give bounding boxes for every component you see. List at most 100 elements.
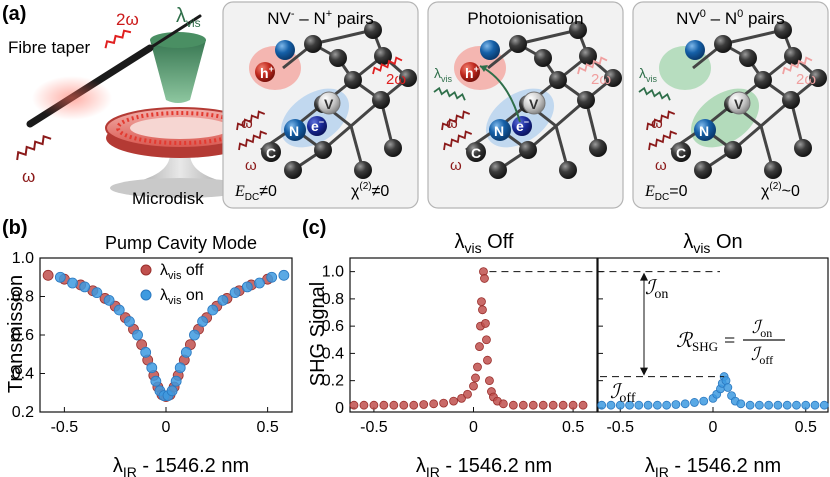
carbon-atom: [509, 35, 527, 53]
panel-b-label: (b): [2, 217, 28, 239]
carbon-atom: [774, 21, 792, 39]
data-point: [615, 400, 625, 410]
data-point: [480, 274, 489, 283]
nitrogen-label: N: [699, 123, 709, 139]
carbon-atom: [794, 139, 812, 157]
legend-off-label: λvis off: [160, 262, 204, 282]
edc-label: EDC≠0: [234, 183, 277, 203]
data-point: [723, 383, 733, 392]
carbon-atom: [782, 91, 800, 109]
nitrogen-label: N: [494, 123, 504, 139]
two-omega-label: 2ω: [796, 71, 816, 88]
microdisk-illustration: Fibre taper 2ω ω λvis Microdisk: [8, 5, 255, 208]
electron: [512, 116, 532, 136]
data-point: [606, 400, 616, 410]
x-tick-label: 0.5: [795, 419, 817, 436]
data-point: [207, 304, 219, 316]
data-point: [643, 400, 653, 410]
data-point: [558, 400, 568, 410]
data-point: [625, 400, 634, 410]
x-tick-label: 0: [162, 419, 171, 436]
data-point: [457, 393, 466, 403]
data-point: [399, 400, 409, 410]
carbon-c-label: C: [266, 145, 276, 161]
data-point: [764, 400, 774, 410]
data-point: [745, 400, 755, 410]
panel-c-ylabel: SHG Signal: [307, 282, 329, 387]
data-point: [103, 294, 115, 306]
data-point: [754, 400, 764, 410]
legend-on-marker: [140, 289, 152, 301]
hole-label: h+: [465, 64, 479, 81]
omega-label: ω: [245, 157, 257, 174]
data-point: [736, 399, 746, 409]
wave-icon: [577, 56, 608, 75]
cone-top: [150, 32, 206, 48]
electron-label: e−: [516, 117, 529, 134]
x-tick-label: -0.5: [360, 419, 388, 436]
panel-c: (c) SHG Signal λvis Off λvis On λIR - 15…: [302, 217, 829, 477]
lambda-vis-label: λvis: [176, 5, 201, 30]
vacancy: [317, 91, 341, 115]
carbon-atom: [724, 141, 742, 159]
y-tick-label: 0: [335, 400, 344, 417]
arrow-head-icon: [480, 65, 488, 72]
omega-label: ω: [22, 167, 35, 186]
data-point: [548, 400, 558, 410]
wave-icon: [433, 86, 466, 101]
data-point: [671, 400, 681, 409]
data-point: [170, 375, 182, 387]
panel-c-left-xlabel: λIR - 1546.2 nm: [416, 455, 552, 477]
x-tick-label: 0.5: [562, 419, 584, 436]
x-tick-label: 0: [709, 419, 718, 436]
data-point: [473, 362, 482, 372]
y-tick-label: 1.0: [12, 250, 34, 267]
wave-icon: [441, 110, 471, 131]
data-point: [42, 269, 54, 281]
panel-b-title: Pump Cavity Mode: [105, 233, 257, 253]
carbon-atom: [329, 49, 347, 67]
partner-nitrogen-atom: [480, 40, 500, 60]
y-tick-label: 0.4: [12, 366, 34, 383]
data-point: [699, 396, 709, 406]
nv-box-title: NV0 – N0 pairs: [676, 8, 785, 28]
panel-c-label: (c): [302, 217, 326, 239]
vacancy: [727, 91, 751, 115]
data-point: [773, 400, 783, 410]
carbon-c-atom: [261, 142, 281, 162]
data-point: [369, 400, 379, 410]
chi2-label: χ(2)≠0: [351, 181, 389, 200]
data-point: [266, 271, 278, 283]
fibre-taper-right: [148, 14, 202, 50]
data-point: [359, 400, 369, 410]
data-point: [463, 389, 472, 399]
nitrogen-atom: [489, 119, 511, 141]
panel-b: (b) Pump Cavity Mode Transmission λIR - …: [2, 217, 293, 477]
nitrogen-atom: [284, 119, 306, 141]
vacancy-label: V: [734, 96, 744, 112]
data-point: [132, 329, 143, 341]
carbon-c-atom: [671, 142, 691, 162]
visible-light-cone: [150, 34, 206, 103]
data-point: [782, 400, 792, 410]
carbon-atom: [534, 49, 552, 67]
fibre-glow: [32, 76, 112, 120]
legend-off-marker: [140, 264, 152, 276]
data-point: [113, 304, 125, 316]
data-point: [409, 400, 419, 410]
carbon-atom: [604, 69, 622, 87]
plot-b-legend: λvis off λvis on: [140, 262, 204, 307]
hole: [460, 62, 480, 82]
data-point: [229, 287, 241, 299]
shg-wave-icon: [104, 29, 132, 49]
carbon-atom: [764, 161, 782, 179]
panel-a-label: (a): [2, 3, 26, 25]
wave-icon: [782, 56, 813, 75]
ratio-denominator: ℐoff: [751, 344, 773, 367]
vacancy-label: V: [324, 96, 334, 112]
